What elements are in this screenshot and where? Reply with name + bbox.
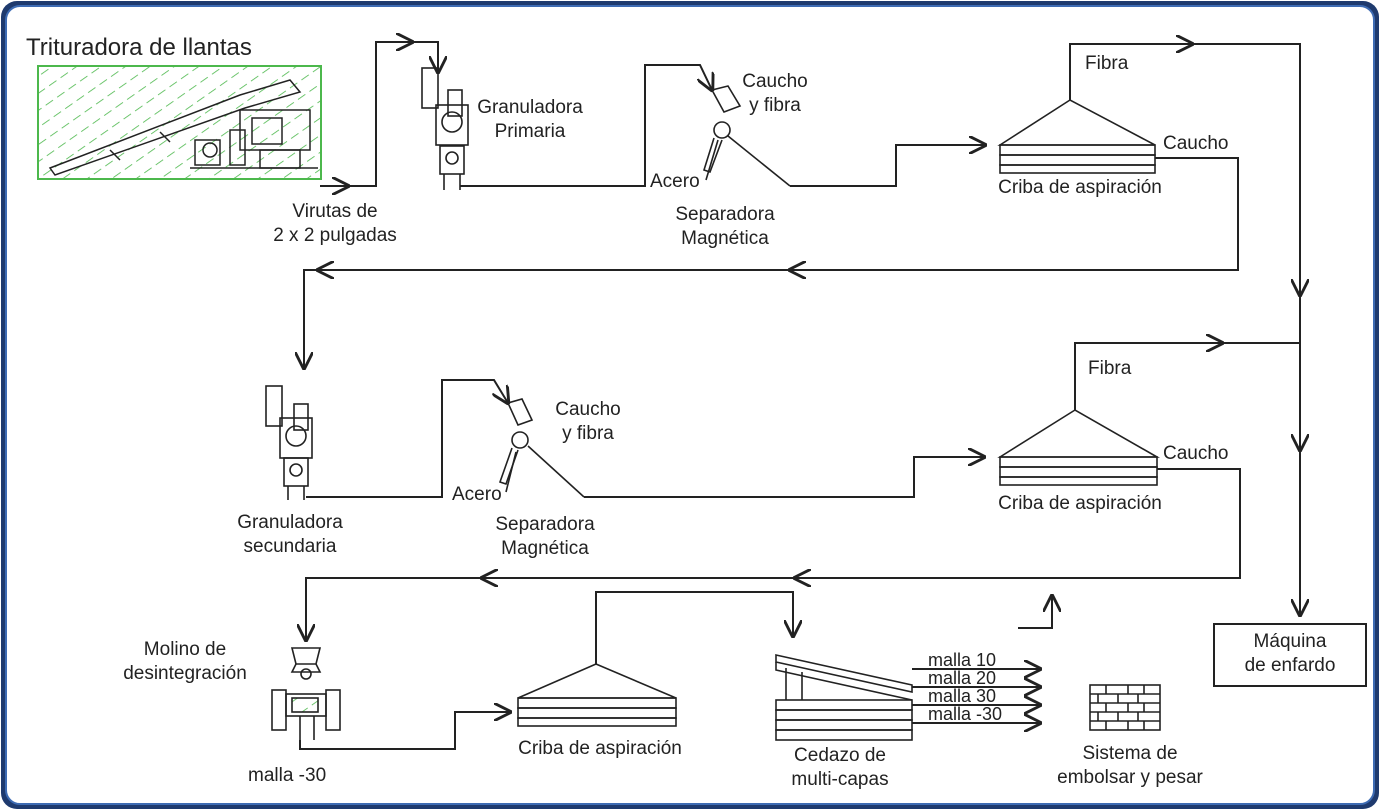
bag-weigh-line1: Sistema de	[1082, 743, 1178, 764]
rubber-fiber-1-line1: Caucho	[742, 71, 808, 92]
magnetic-separator-1-line1: Separadora	[675, 204, 775, 225]
rubber-fiber-2-label: Caucho y fibra	[543, 398, 633, 446]
rubber-fiber-2-line1: Caucho	[555, 399, 621, 420]
secondary-granulator-line1: Granuladora	[237, 512, 343, 533]
rubber-fiber-1-label: Caucho y fibra	[730, 70, 820, 118]
primary-granulator-label: Granuladora Primaria	[470, 96, 590, 144]
mesh-20-label: malla 20	[928, 668, 997, 688]
chips-label: Virutas de 2 x 2 pulgadas	[250, 200, 420, 248]
shredder-machine-icon	[48, 79, 318, 176]
disintegration-mill-icon	[271, 647, 341, 740]
vacuum-sieve-2-label: Criba de aspiración	[998, 493, 1162, 514]
magnetic-separator-1-line2: Magnética	[681, 228, 769, 249]
baling-machine-box	[1213, 623, 1367, 687]
flow-gran1-to-sep1	[460, 64, 712, 187]
primary-granulator-line2: Primaria	[494, 121, 566, 142]
chips-label-line2: 2 x 2 pulgadas	[273, 225, 397, 246]
baling-machine-line1: Máquina	[1253, 631, 1327, 652]
mesh-10-label: malla 10	[928, 650, 997, 670]
primary-granulator-line1: Granuladora	[477, 97, 583, 118]
bag-weigh-line2: embolsar y pesar	[1057, 767, 1203, 788]
magnetic-separator-2-line1: Separadora	[495, 514, 595, 535]
mesh-30-label: malla 30	[928, 686, 997, 706]
bag-weigh-system-icon	[1089, 684, 1161, 731]
magnetic-separator-1-label: Separadora Magnética	[650, 203, 800, 251]
chips-label-line1: Virutas de	[292, 201, 378, 222]
fiber-1-label: Fibra	[1085, 53, 1129, 74]
diagram-title: Trituradora de llantas	[26, 34, 252, 61]
baling-machine-label: Máquina de enfardo	[1214, 630, 1366, 678]
vacuum-sieve-1-icon	[997, 99, 1156, 174]
steel-2-label: Acero	[452, 484, 502, 505]
mill-label: Molino de desintegración	[105, 638, 265, 686]
secondary-granulator-label: Granuladora secundaria	[215, 511, 365, 559]
vacuum-sieve-3-icon	[517, 663, 677, 727]
rubber-fiber-1-line2: y fibra	[749, 95, 801, 116]
magnetic-separator-1-icon	[703, 85, 791, 187]
magnetic-separator-2-line2: Magnética	[501, 538, 589, 559]
primary-granulator-icon	[421, 67, 469, 190]
rubber-fiber-2-line2: y fibra	[562, 423, 614, 444]
baling-machine-line2: de enfardo	[1244, 655, 1336, 676]
vacuum-sieve-3-label: Criba de aspiración	[518, 738, 682, 759]
multilayer-sieve-label: Cedazo de multi-capas	[760, 744, 920, 792]
mesh-minus30-label: malla -30	[248, 765, 327, 786]
secondary-granulator-line2: secundaria	[243, 536, 337, 557]
fiber-2-label: Fibra	[1088, 358, 1132, 379]
inner-frame	[5, 5, 1375, 805]
steel-1-label: Acero	[650, 171, 700, 192]
rubber-2-label: Caucho	[1163, 443, 1229, 464]
bag-weigh-label: Sistema de embolsar y pesar	[1030, 742, 1230, 790]
multilayer-sieve-line1: Cedazo de	[794, 745, 886, 766]
vacuum-sieve-1-label: Criba de aspiración	[998, 177, 1162, 198]
secondary-granulator-icon	[265, 385, 313, 500]
magnetic-separator-2-label: Separadora Magnética	[470, 513, 620, 561]
rubber-1-label: Caucho	[1163, 133, 1229, 154]
mesh-minus30b-label: malla -30	[928, 704, 1003, 724]
vacuum-sieve-2-icon	[997, 409, 1161, 486]
mill-line1: Molino de	[143, 639, 227, 660]
mill-line2: desintegración	[123, 663, 247, 684]
magnetic-separator-2-icon	[498, 398, 585, 498]
multilayer-sieve-line2: multi-capas	[791, 769, 889, 790]
